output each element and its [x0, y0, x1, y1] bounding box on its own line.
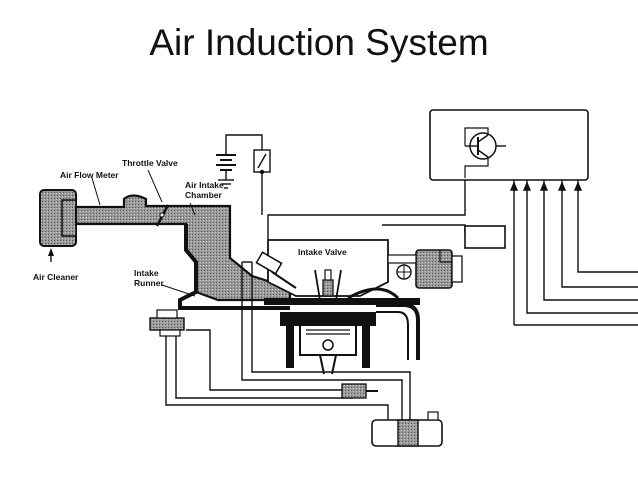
- throttle-valve: [155, 204, 170, 227]
- distributor-icon: [387, 225, 506, 289]
- battery-switch-circuit: [216, 134, 271, 215]
- label-air-flow-meter: Air Flow Meter: [60, 170, 119, 180]
- intake-ducting: [74, 194, 292, 310]
- label-air-intake-chamber-1: Air Intake: [185, 180, 224, 190]
- page-title: Air Induction System: [149, 22, 489, 63]
- engine-block: [280, 312, 376, 375]
- label-intake-runner-2: Runner: [134, 278, 164, 288]
- switch-symbol-icon: [253, 149, 271, 175]
- ecu-box: [429, 109, 589, 181]
- air-valve: [149, 309, 185, 337]
- exhaust-manifold: [376, 303, 420, 360]
- transistor-symbol-icon: [464, 127, 506, 178]
- battery-symbol-icon: [216, 154, 236, 180]
- ground-symbol-icon: [218, 179, 234, 189]
- spark-plug-icon: [322, 269, 334, 297]
- label-air-cleaner: Air Cleaner: [33, 272, 79, 282]
- temperature-sensor: [341, 383, 378, 399]
- label-intake-runner-1: Intake: [134, 268, 159, 278]
- injector: [255, 251, 297, 289]
- idle-control-valve: [371, 411, 443, 447]
- air-cleaner: [39, 189, 77, 262]
- valves: [310, 269, 346, 302]
- label-intake-valve: Intake Valve: [298, 247, 347, 257]
- label-throttle-valve: Throttle Valve: [122, 158, 178, 168]
- label-air-intake-chamber-2: Chamber: [185, 190, 223, 200]
